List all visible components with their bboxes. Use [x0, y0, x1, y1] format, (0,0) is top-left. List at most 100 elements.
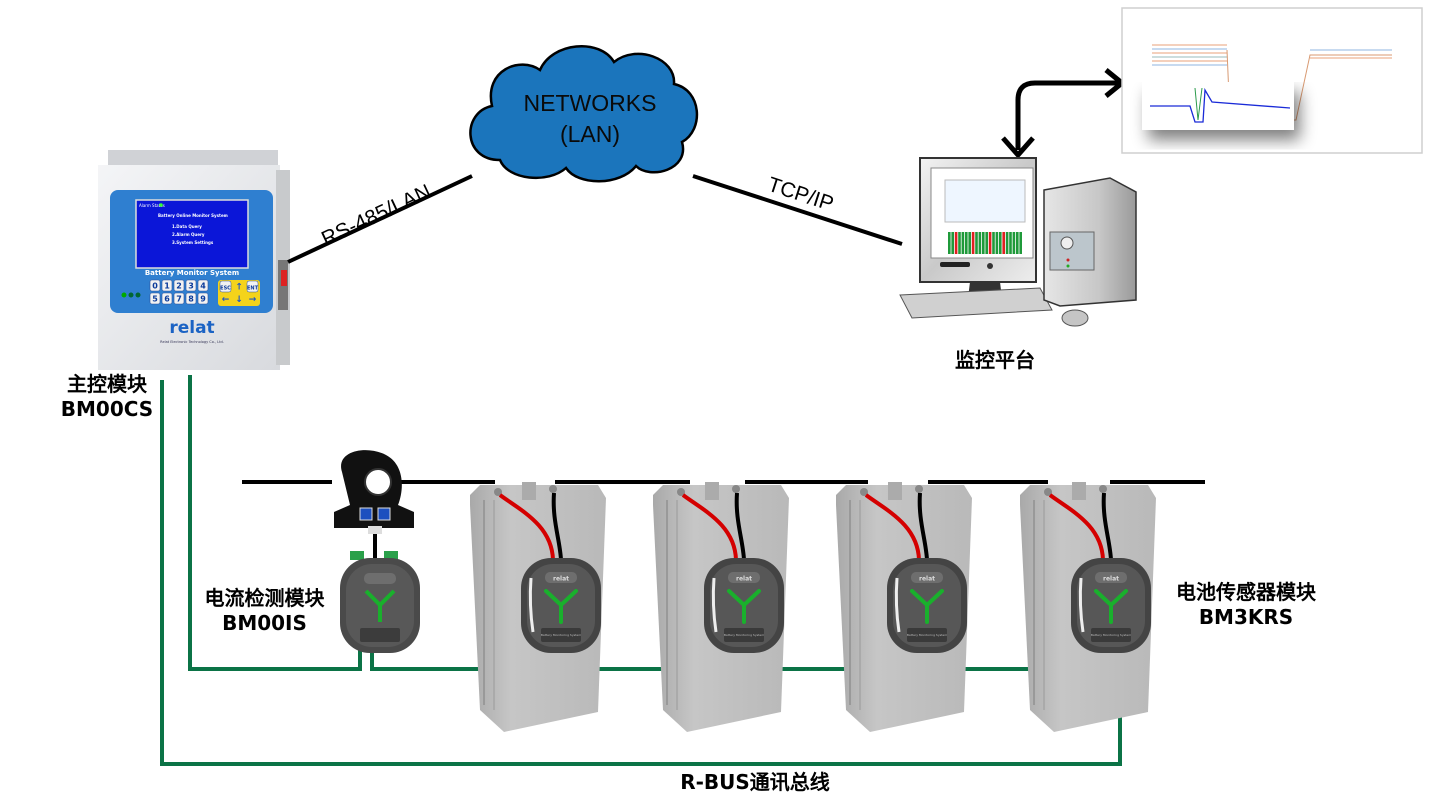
battery-terminal-negative	[915, 485, 923, 493]
battery-sensor-name: 电池传感器模块	[1176, 580, 1316, 604]
battery-terminal-positive	[494, 488, 502, 496]
keypad-key: 7	[173, 292, 185, 305]
svg-text:↓: ↓	[235, 295, 243, 305]
battery-vent	[705, 482, 719, 500]
screen-bar	[951, 232, 954, 254]
r-bus-label: R-BUS通讯总线	[680, 770, 830, 794]
sensor-logo-badge	[728, 572, 760, 583]
keypad-key: 0	[149, 279, 161, 292]
svg-text:0: 0	[152, 282, 158, 291]
keypad-nav-key: ↑	[235, 283, 243, 293]
battery-sensor-caption: 电池传感器模块 BM3KRS	[1152, 580, 1340, 630]
sensor-caption-plate	[724, 628, 764, 642]
screen-bar	[995, 232, 999, 254]
svg-text:2.Alarm Query: 2.Alarm Query	[172, 232, 205, 237]
sensor-y-logo-icon	[910, 589, 944, 624]
battery-vent	[888, 482, 902, 500]
battery-vent	[1072, 482, 1086, 500]
screen-bar	[958, 232, 961, 254]
sensor-y-logo-icon	[727, 589, 761, 624]
svg-text:7: 7	[176, 295, 182, 304]
keypad-nav-key: ←	[222, 295, 230, 305]
main-controller-name: 主控模块	[67, 372, 147, 396]
sensor-caption: Battery Monitoring System	[907, 633, 947, 637]
screen-bar	[965, 232, 968, 254]
svg-text:1: 1	[164, 282, 170, 291]
screen-bar	[961, 232, 965, 254]
svg-text:3.System Settings: 3.System Settings	[172, 240, 214, 245]
sensor-logo-badge	[1095, 572, 1127, 583]
current-detection-module	[340, 551, 420, 653]
screen-bar	[954, 232, 958, 254]
keypad-key: 6	[161, 292, 173, 305]
main-controller-model: BM00CS	[60, 397, 154, 421]
screen-bar	[985, 232, 988, 254]
sensor-logo-badge	[911, 572, 943, 583]
main-controller-device: Alarm Status Battery Online Monitor Syst…	[98, 150, 290, 370]
sensor-caption: Battery Monitoring System	[724, 633, 764, 637]
sensor-caption: Battery Monitoring System	[541, 633, 581, 637]
sensor-brand: relat	[1103, 576, 1119, 583]
controller-leds	[121, 292, 141, 298]
keypad-nav-key: ESC	[219, 280, 232, 293]
screen-bar	[982, 232, 985, 254]
current-module-model: BM00IS	[222, 611, 307, 635]
screen-bar	[1002, 232, 1005, 254]
sensor-y-logo-icon	[544, 589, 578, 624]
keypad-nav-key: ENT	[246, 280, 259, 293]
keypad-key: 4	[197, 279, 209, 292]
bus-controller-to-current	[188, 375, 362, 671]
svg-text:9: 9	[200, 295, 206, 304]
battery-terminal-negative	[732, 485, 740, 493]
svg-text:ENT: ENT	[247, 286, 259, 292]
sensor-brand: relat	[736, 576, 752, 583]
screen-bar	[999, 232, 1002, 254]
sensor-caption: Battery Monitoring System	[1091, 633, 1131, 637]
negative-cable	[1101, 492, 1113, 561]
battery-terminal-positive	[677, 488, 685, 496]
keypad-nav-key: ↓	[235, 295, 243, 305]
svg-text:8: 8	[188, 295, 194, 304]
keypad-key: 5	[149, 292, 161, 305]
svg-text:relat: relat	[169, 318, 214, 338]
keypad-key: 3	[185, 279, 197, 292]
screen-bar	[988, 232, 992, 254]
svg-text:Relat Electronic Technology Co: Relat Electronic Technology Co., Ltd.	[160, 340, 224, 344]
bidirectional-arrow	[1001, 68, 1125, 158]
sensor-y-logo-icon	[1094, 589, 1128, 624]
keypad-nav-key: →	[249, 295, 257, 305]
positive-cable	[1048, 493, 1105, 561]
svg-text:ESC: ESC	[220, 286, 231, 292]
svg-text:Alarm Status: Alarm Status	[139, 203, 165, 208]
screen-bar	[971, 232, 975, 254]
battery-terminal-negative	[549, 485, 557, 493]
sensor-brand: relat	[919, 576, 935, 583]
current-module-caption: 电流检测模块 BM00IS	[187, 586, 342, 636]
current-module-name: 电流检测模块	[204, 586, 325, 610]
sensor-caption-plate	[1091, 628, 1131, 642]
battery-terminal-positive	[860, 488, 868, 496]
screen-bar	[975, 232, 978, 254]
network-cloud	[469, 45, 699, 183]
negative-cable	[917, 492, 929, 561]
svg-text:1.Data Query: 1.Data Query	[172, 224, 202, 229]
svg-text:4: 4	[200, 282, 206, 291]
screen-bar	[968, 232, 971, 254]
link-tcp-ip	[692, 174, 903, 246]
screen-bar	[1012, 232, 1016, 254]
keypad-key: 8	[185, 292, 197, 305]
bus-outer-loop	[160, 380, 1122, 766]
negative-cable	[734, 492, 746, 561]
screen-bar	[1016, 232, 1019, 254]
sensor-caption-plate	[541, 628, 581, 642]
link-rs485-lan	[287, 174, 473, 264]
svg-text:→: →	[249, 295, 257, 305]
